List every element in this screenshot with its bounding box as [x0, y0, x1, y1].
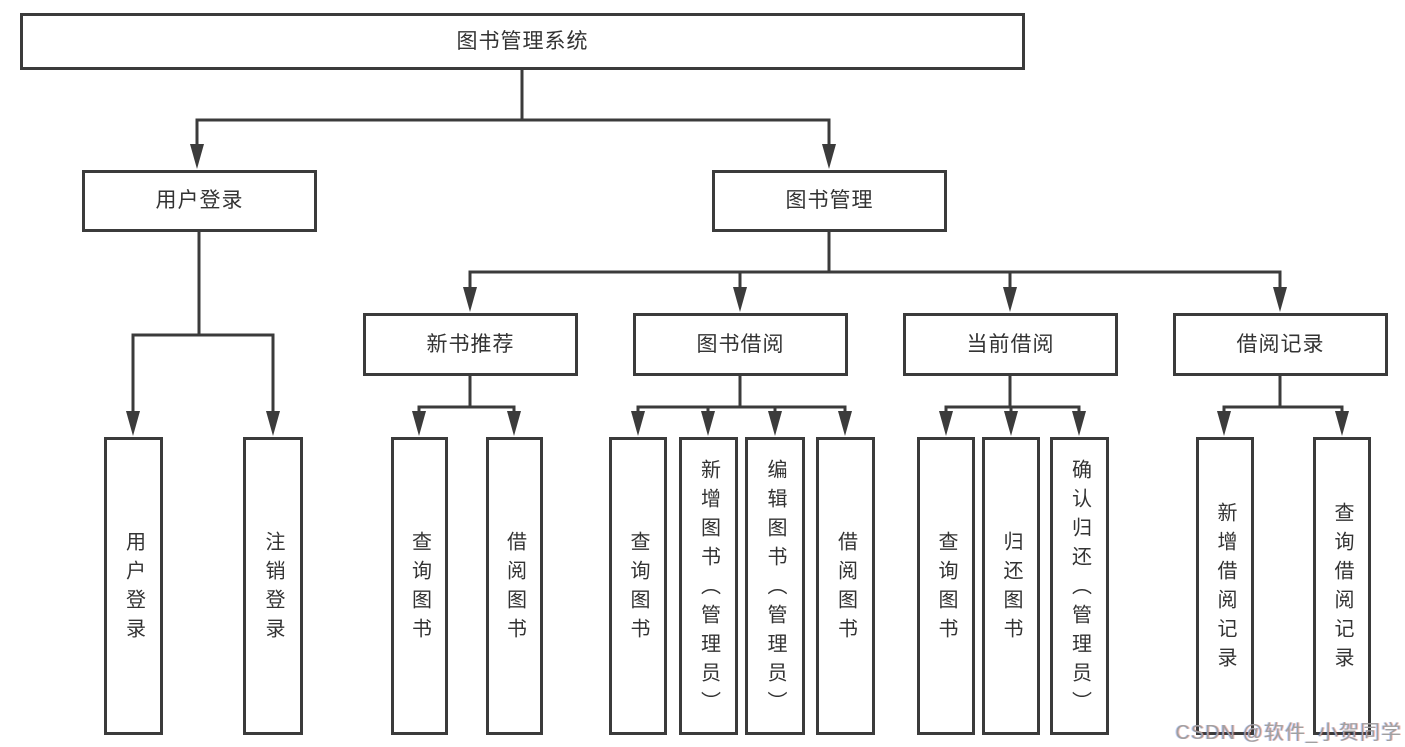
arrow-down-icon — [822, 144, 836, 169]
node-current-borrowing: 当前借阅 — [903, 313, 1118, 376]
arrow-down-icon — [768, 411, 782, 436]
arrow-down-icon — [1003, 287, 1017, 312]
leaf-return-books: 归还图书 — [982, 437, 1040, 735]
arrow-down-icon — [838, 411, 852, 436]
leaf-borrow-books: 借阅图书 — [816, 437, 875, 735]
arrow-down-icon — [1273, 287, 1287, 312]
leaf-edit-books-admin: 编辑图书（管理员） — [745, 437, 805, 735]
arrow-down-icon — [631, 411, 645, 436]
arrow-down-icon — [126, 411, 140, 436]
arrow-down-icon — [939, 411, 953, 436]
leaf-add-borrow-record: 新增借阅记录 — [1196, 437, 1254, 735]
leaf-query-books-recommend: 查询图书 — [391, 437, 448, 735]
arrow-down-icon — [412, 411, 426, 436]
leaf-add-books-admin: 新增图书（管理员） — [679, 437, 738, 735]
leaf-query-books-borrow: 查询图书 — [609, 437, 667, 735]
node-user-login: 用户登录 — [82, 170, 317, 232]
connector-current-borrow-to-leaves — [944, 376, 1081, 414]
node-new-book-recommendation: 新书推荐 — [363, 313, 578, 376]
arrow-down-icon — [1217, 411, 1231, 436]
arrow-down-icon — [733, 287, 747, 312]
arrow-down-icon — [1004, 411, 1018, 436]
leaf-query-borrow-record: 查询借阅记录 — [1313, 437, 1371, 735]
leaf-user-login: 用户登录 — [104, 437, 163, 735]
leaf-logout: 注销登录 — [243, 437, 303, 735]
arrow-down-icon — [1072, 411, 1086, 436]
connector-new-book-to-leaves — [417, 376, 516, 414]
arrow-down-icon — [507, 411, 521, 436]
node-borrowing-records: 借阅记录 — [1173, 313, 1388, 376]
arrow-down-icon — [701, 411, 715, 436]
arrow-down-icon — [266, 411, 280, 436]
node-book-borrowing: 图书借阅 — [633, 313, 848, 376]
leaf-borrow-books-recommend: 借阅图书 — [486, 437, 543, 735]
node-library-management-system: 图书管理系统 — [20, 13, 1025, 70]
connector-borrow-record-to-leaves — [1222, 376, 1344, 414]
leaf-query-books-current: 查询图书 — [917, 437, 975, 735]
connector-root-to-level2 — [195, 70, 831, 147]
arrow-down-icon — [190, 144, 204, 169]
watermark: CSDN @软件_小贺同学 — [1175, 722, 1402, 744]
arrow-down-icon — [1335, 411, 1349, 436]
arrow-down-icon — [463, 287, 477, 312]
connector-book-mgmt-to-level3 — [468, 232, 1282, 290]
connector-user-login-to-leaves — [131, 232, 275, 413]
node-book-management: 图书管理 — [712, 170, 947, 232]
connector-book-borrow-to-leaves — [636, 376, 847, 414]
leaf-confirm-return-admin: 确认归还（管理员） — [1050, 437, 1109, 735]
